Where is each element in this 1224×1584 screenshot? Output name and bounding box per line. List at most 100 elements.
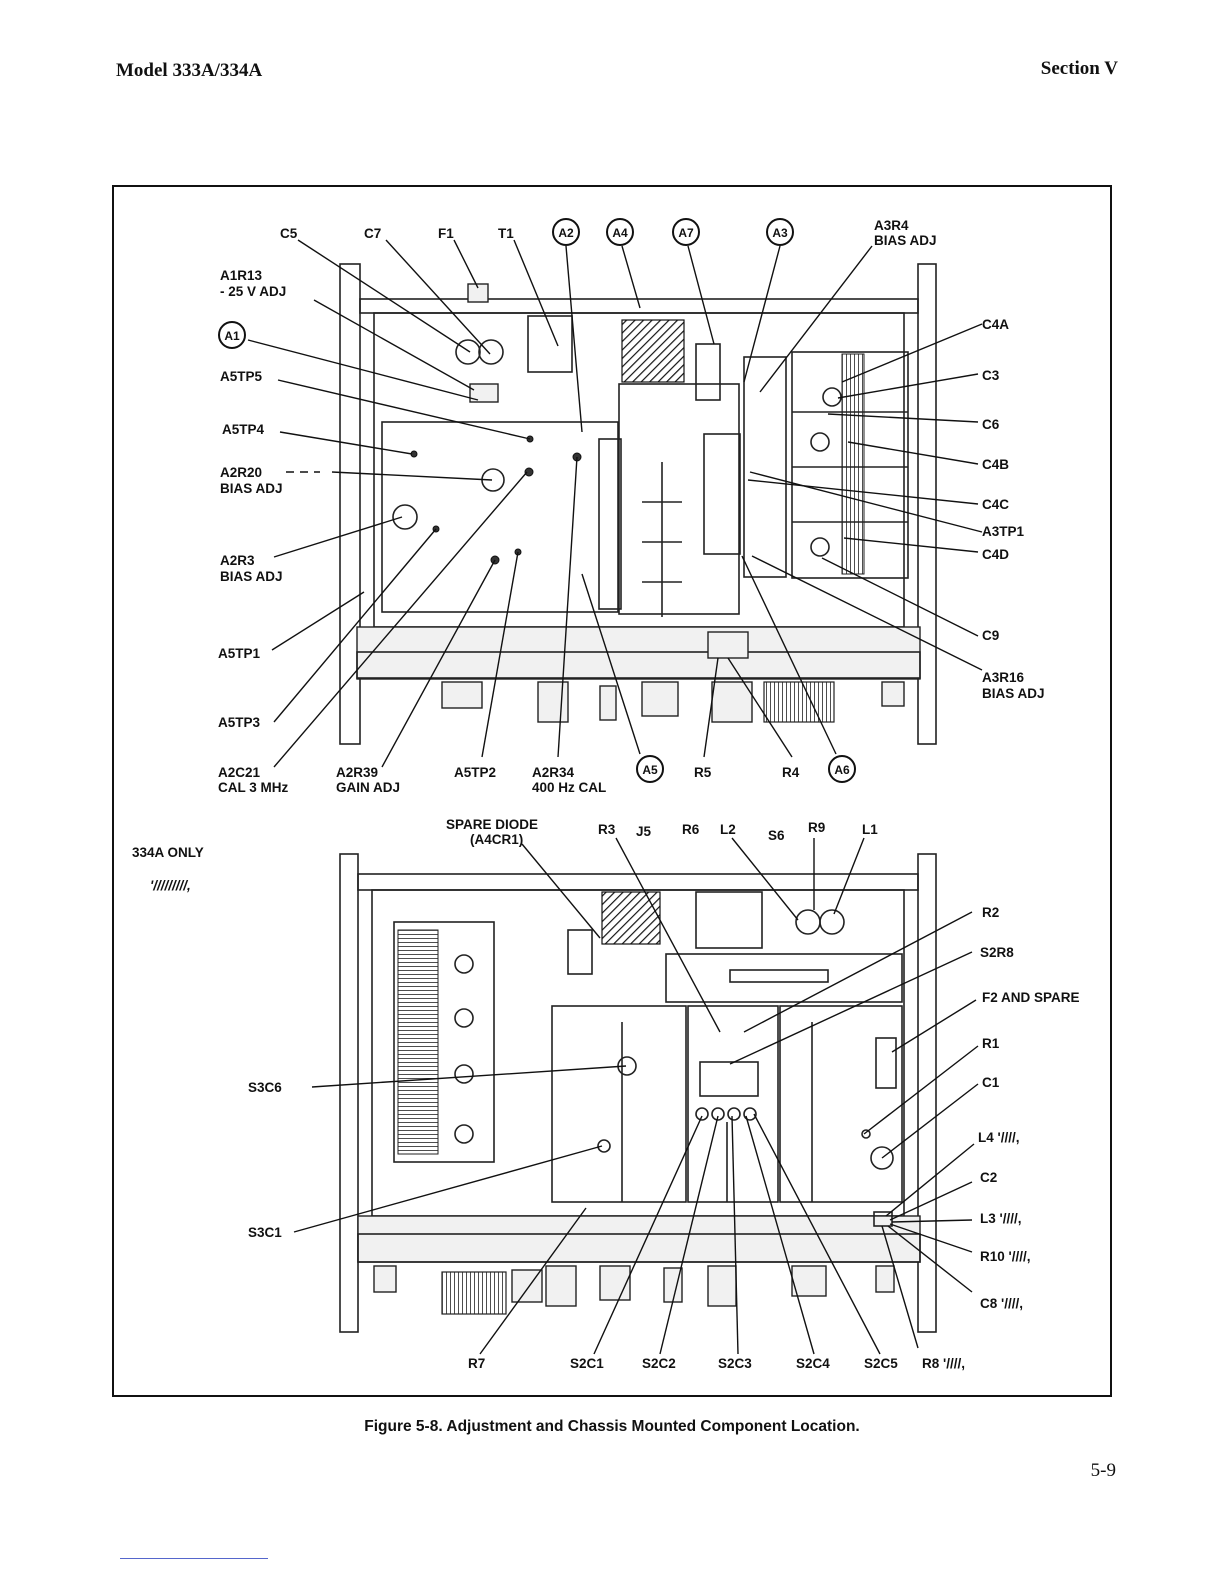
- label-c7: C7: [364, 226, 381, 241]
- left-side-panel: [339, 853, 359, 1333]
- label-j5: J5: [636, 824, 652, 839]
- c1-cap: [870, 1146, 894, 1170]
- c3-cap: [822, 387, 842, 407]
- label-s6: S6: [768, 828, 785, 843]
- s3-wafers: [397, 929, 439, 1155]
- label-r3: R3: [598, 822, 616, 837]
- transformer: [695, 891, 763, 949]
- badge-a1-text: A1: [224, 329, 240, 343]
- badge-a7: A7: [672, 218, 700, 246]
- header-model: Model 333A/334A: [116, 60, 263, 81]
- label-a2c21-cal: CAL 3 MHz: [218, 780, 289, 795]
- label-c2: C2: [980, 1170, 997, 1185]
- label-a3tp1: A3TP1: [982, 524, 1025, 539]
- s3-trimmer: [454, 1008, 474, 1028]
- footer-rule: [120, 1558, 268, 1559]
- figure-caption: Figure 5-8. Adjustment and Chassis Mount…: [364, 1418, 860, 1435]
- label-r10: R10 '////,: [980, 1249, 1030, 1264]
- left-side-panel: [339, 263, 361, 745]
- cap-plates: [841, 353, 865, 575]
- tuning-cap-gang: [791, 351, 909, 579]
- knob: [791, 1265, 827, 1297]
- label-r5: R5: [694, 765, 712, 780]
- badge-a5-text: A5: [642, 763, 658, 777]
- label-a5tp3: A5TP3: [218, 715, 261, 730]
- s3-trimmer: [454, 1124, 474, 1144]
- a1r13-pot: [469, 383, 499, 403]
- label-c8: C8 '////,: [980, 1296, 1023, 1311]
- label-s3c6: S3C6: [248, 1080, 282, 1095]
- header-section: Section V: [1040, 58, 1118, 79]
- label-r2: R2: [982, 905, 999, 920]
- label-a1r13: A1R13: [220, 268, 263, 283]
- label-c4a: C4A: [982, 317, 1009, 332]
- dial-knob: [763, 681, 835, 723]
- r1-resistor: [861, 1129, 871, 1139]
- knob: [537, 681, 569, 723]
- label-s2c2: S2C2: [642, 1356, 676, 1371]
- label-l3: L3 '////,: [980, 1211, 1021, 1226]
- label-c4b: C4B: [982, 457, 1009, 472]
- label-spare-diode: SPARE DIODE: [446, 817, 538, 832]
- label-s2r8: S2R8: [980, 945, 1014, 960]
- label-c4d: C4D: [982, 547, 1009, 562]
- s2-wafer-top: [699, 1061, 759, 1097]
- badge-a2: A2: [552, 218, 580, 246]
- front-panel-edge: [357, 1233, 921, 1263]
- knob: [599, 685, 617, 721]
- label-s2c3: S2C3: [718, 1356, 752, 1371]
- s2c4-trimmer: [743, 1107, 757, 1121]
- s3-trimmer: [454, 954, 474, 974]
- label-a5tp2: A5TP2: [454, 765, 496, 780]
- label-a2r34-cal: 400 Hz CAL: [532, 780, 606, 795]
- s3-switch-assembly: [393, 921, 495, 1163]
- knob: [881, 681, 905, 707]
- badge-a3: A3: [766, 218, 794, 246]
- label-s3c1: S3C1: [248, 1225, 282, 1240]
- label-a3r4-bias: BIAS ADJ: [874, 233, 937, 248]
- knob: [707, 1265, 737, 1307]
- label-l1: L1: [862, 822, 878, 837]
- label-s2c4: S2C4: [796, 1356, 830, 1371]
- badge-a6-text: A6: [834, 763, 850, 777]
- label-f2-spare: F2 AND SPARE: [982, 990, 1080, 1005]
- label-l2: L2: [720, 822, 736, 837]
- label-c3: C3: [982, 368, 1000, 383]
- page-number: 5-9: [1090, 1460, 1116, 1481]
- s2c3-trimmer: [727, 1107, 741, 1121]
- t1-transformer: [527, 315, 573, 373]
- badge-a7-text: A7: [678, 226, 694, 240]
- label-a2r20-bias: BIAS ADJ: [220, 481, 283, 496]
- bracket: [567, 929, 593, 975]
- dial-knob: [441, 1271, 507, 1315]
- knob: [599, 1265, 631, 1301]
- badge-a2-text: A2: [558, 226, 574, 240]
- label-c9: C9: [982, 628, 999, 643]
- c5-cap: [455, 339, 481, 365]
- knob: [545, 1265, 577, 1307]
- badge-a4-text: A4: [612, 226, 628, 240]
- label-334a-only: 334A ONLY: [132, 845, 204, 860]
- bottom-leaders: [293, 837, 979, 1355]
- a2-connector: [598, 438, 622, 610]
- label-a2r39: A2R39: [336, 765, 378, 780]
- l1-coil: [819, 909, 845, 935]
- label-c4c: C4C: [982, 497, 1009, 512]
- label-s2c1: S2C1: [570, 1356, 604, 1371]
- label-c5: C5: [280, 226, 298, 241]
- badge-a5: A5: [636, 755, 664, 783]
- label-l4: L4 '////,: [978, 1130, 1019, 1145]
- right-side-panel: [917, 263, 937, 745]
- label-t1: T1: [498, 226, 514, 241]
- label-a5tp1: A5TP1: [218, 646, 261, 661]
- label-a1r13-adj: - 25 V ADJ: [220, 284, 286, 299]
- figure-frame: A1 A2 A4 A7 A3 A5 A6 C5 C7 F1 T1 A3R4 BI…: [112, 185, 1112, 1397]
- label-s2c5: S2C5: [864, 1356, 898, 1371]
- knob: [875, 1265, 895, 1293]
- knob: [441, 681, 483, 709]
- c7-cap: [478, 339, 504, 365]
- badge-a6: A6: [828, 755, 856, 783]
- f2-fuse-holder: [875, 1037, 897, 1089]
- label-a5tp5: A5TP5: [220, 369, 263, 384]
- a2c21-cap: [524, 467, 534, 477]
